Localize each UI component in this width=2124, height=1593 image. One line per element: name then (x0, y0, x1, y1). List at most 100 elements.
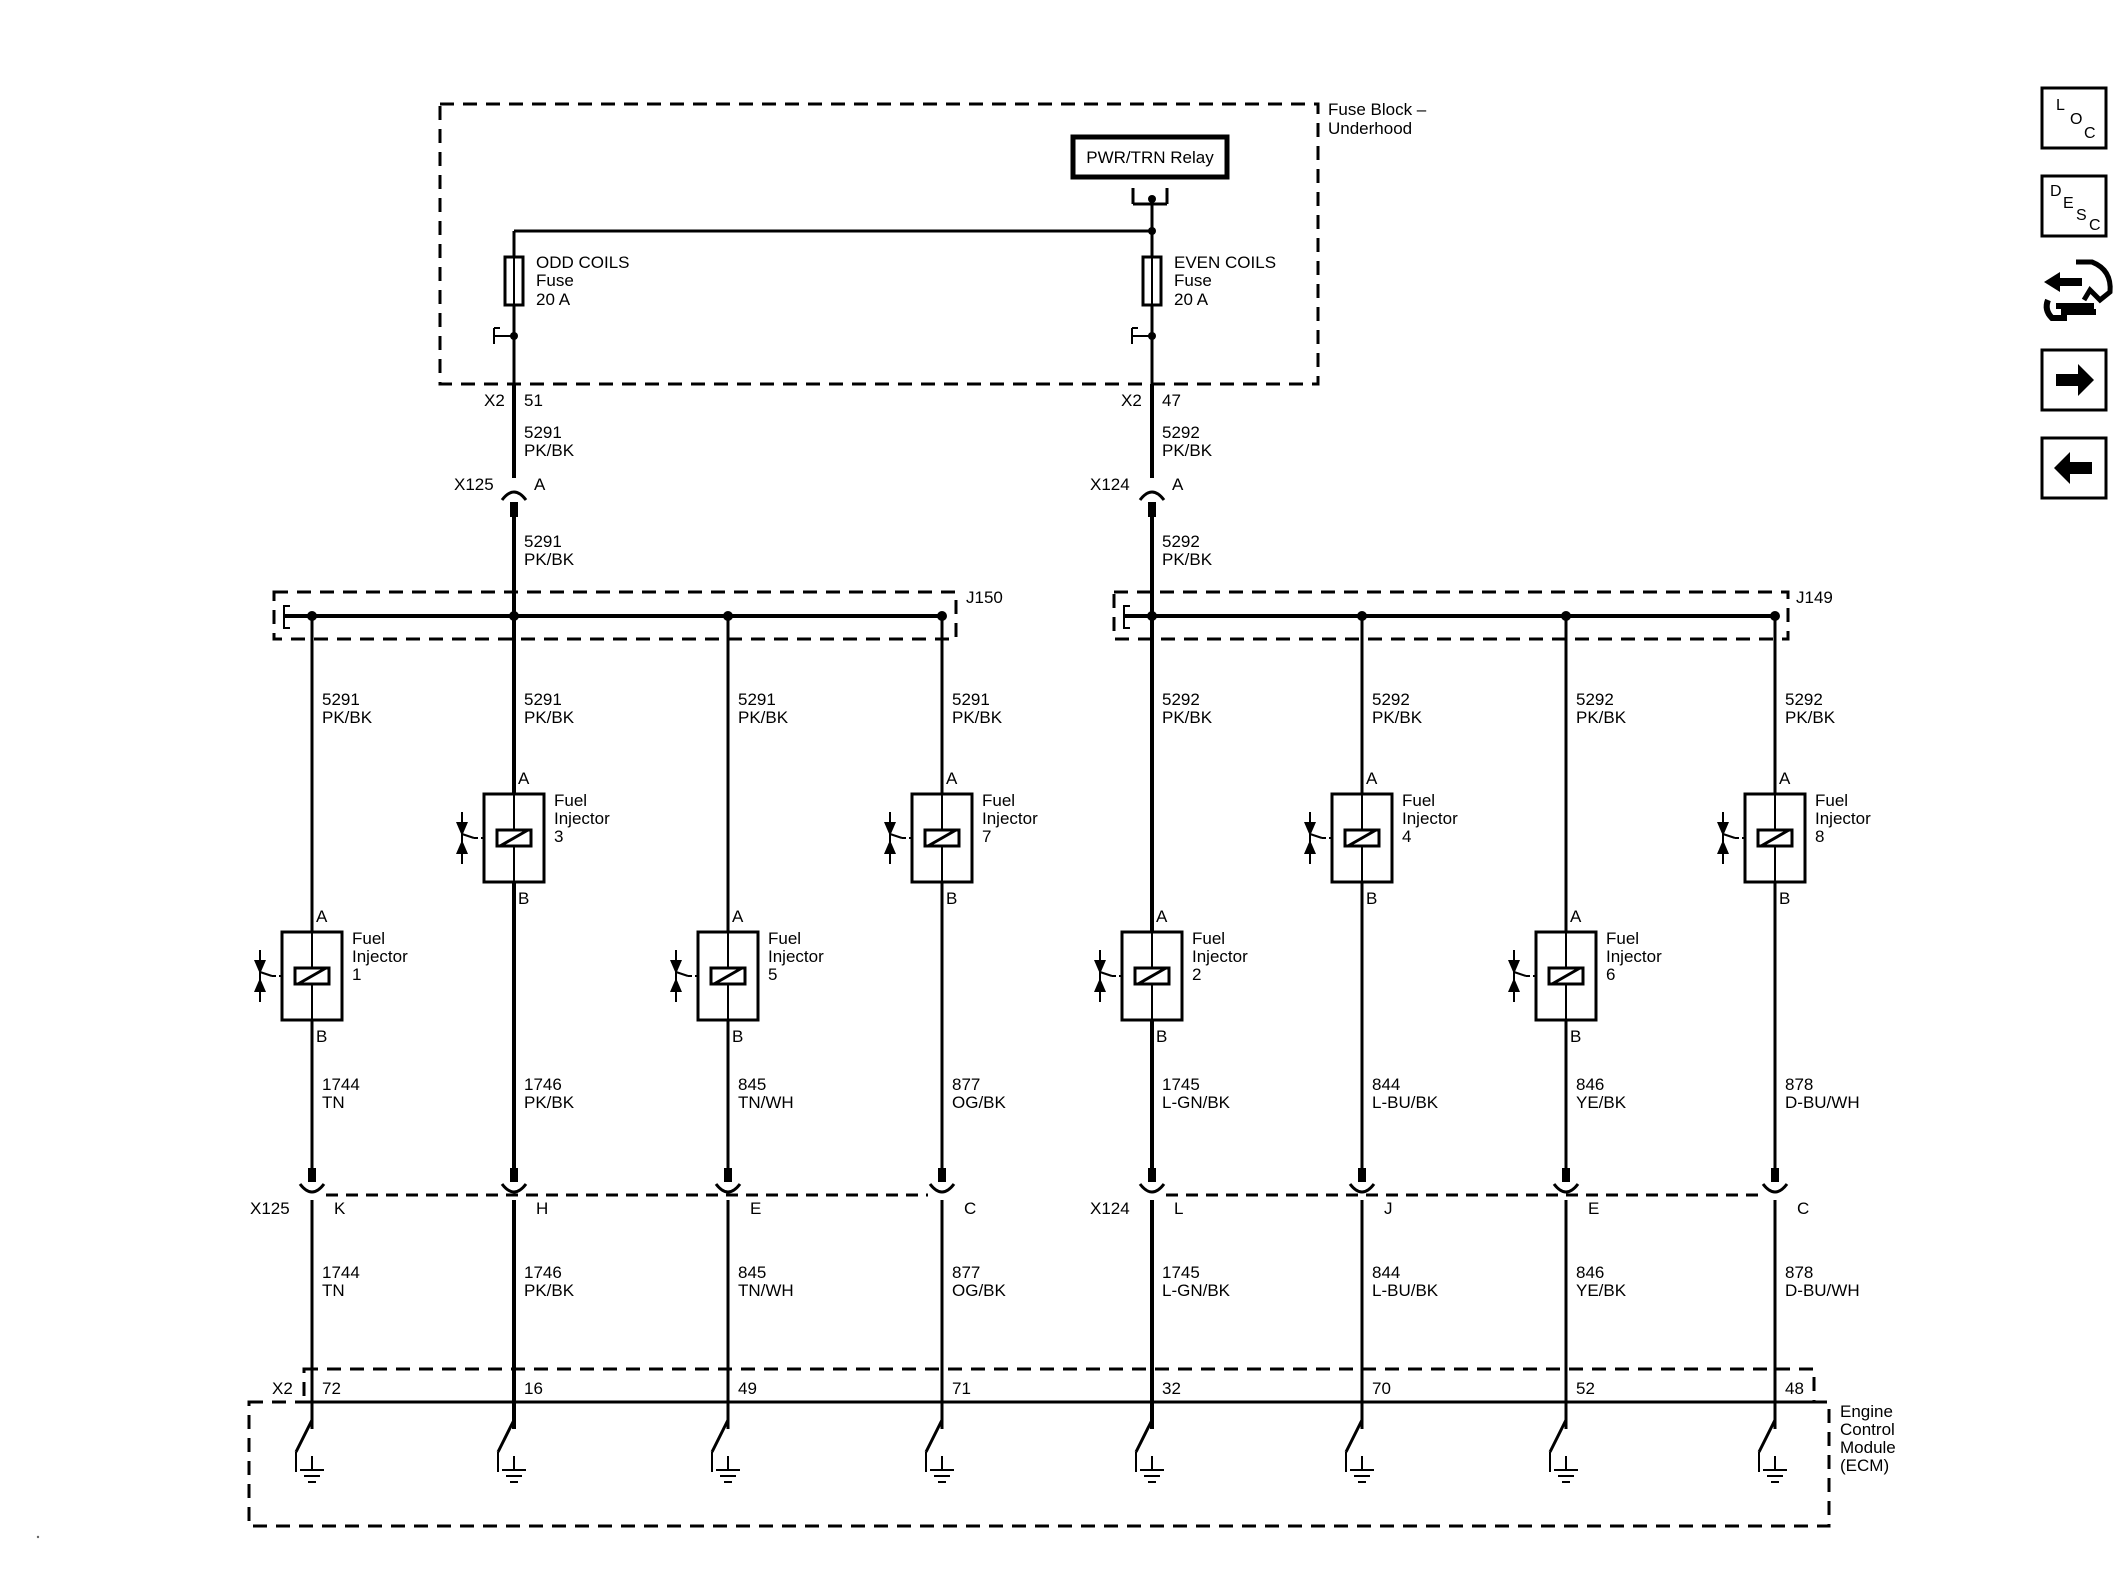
injector-pin-b-6: B (1570, 1027, 1581, 1046)
conn-pin-1: K (334, 1199, 346, 1218)
conn-pin-6: E (1588, 1199, 1599, 1218)
injector-pin-a-5: A (732, 907, 744, 926)
ecm-driver-ground-6 (1548, 1419, 1578, 1483)
pwr-trn-relay: PWR/TRN Relay (1070, 134, 1230, 231)
fuse-block-label-2: Underhood (1328, 119, 1412, 138)
ecm-color-5: TN/WH (738, 1281, 794, 1300)
supply-circuit-1: 5291 (322, 690, 360, 709)
x124-connector-name: X124 (1090, 475, 1130, 494)
injector-pin-b-2: B (1156, 1027, 1167, 1046)
even-fuse-conn: X2 (1121, 391, 1142, 410)
injector-label-1-4: Fuel (1402, 791, 1435, 810)
fuel-injector-2 (1094, 930, 1184, 1022)
desc-icon: D E S C (2050, 183, 2101, 234)
ecm-label-3: Module (1840, 1438, 1896, 1457)
injector-number-6: 6 (1606, 965, 1615, 984)
ecm-pin-3: 16 (524, 1379, 543, 1398)
connector-tool-button[interactable] (2043, 259, 2113, 321)
odd-fuse-type: Fuse (536, 271, 574, 290)
ctrl-circuit-8: 878 (1785, 1075, 1813, 1094)
injector-label-2-3: Injector (554, 809, 610, 828)
injector-label-1-8: Fuel (1815, 791, 1848, 810)
injector-pin-b-1: B (316, 1027, 327, 1046)
even-coils-fuse: EVEN COILS Fuse 20 A (1131, 231, 1276, 384)
injector-number-4: 4 (1402, 827, 1411, 846)
ecm-driver-ground-7 (924, 1419, 954, 1483)
injector-pin-a-4: A (1366, 769, 1378, 788)
fuel-injector-8 (1717, 792, 1807, 884)
ecm-pin-5: 49 (738, 1379, 757, 1398)
ecm-color-4: L-BU/BK (1372, 1281, 1439, 1300)
relay-label: PWR/TRN Relay (1086, 148, 1214, 167)
injector-pin-b-5: B (732, 1027, 743, 1046)
ctrl-circuit-4: 844 (1372, 1075, 1400, 1094)
ecm-color-7: OG/BK (952, 1281, 1007, 1300)
ecm-circuit-8: 878 (1785, 1263, 1813, 1282)
odd-fuse-name: ODD COILS (536, 253, 630, 272)
ecm-color-8: D-BU/WH (1785, 1281, 1860, 1300)
ecm-color-6: YE/BK (1576, 1281, 1627, 1300)
supply-color-1: PK/BK (322, 708, 373, 727)
conn-pin-7: C (964, 1199, 976, 1218)
injector-pin-b-3: B (518, 889, 529, 908)
conn-pin-5: E (750, 1199, 761, 1218)
loc-button[interactable]: L O C (2040, 86, 2108, 150)
splice-j150: J150 (272, 588, 1003, 641)
injector-pin-a-8: A (1779, 769, 1791, 788)
even-feed-circuit: 5292 (1162, 423, 1200, 442)
svg-text:S: S (2076, 207, 2087, 224)
x125-lower-name: X125 (250, 1199, 290, 1218)
ecm-pin-7: 71 (952, 1379, 971, 1398)
even-fuse-name: EVEN COILS (1174, 253, 1276, 272)
injector-circuit-2: 5292PK/BKABFuelInjector21745L-GN/BKL1745… (1094, 611, 1248, 1483)
ecm-pin-6: 52 (1576, 1379, 1595, 1398)
injector-circuit-3: 5291PK/BKABFuelInjector31746PK/BKH1746PK… (456, 611, 610, 1483)
svg-text:L: L (2056, 97, 2065, 114)
even-branch-circuit: 5292 (1162, 532, 1200, 551)
injector-circuit-5: 5291PK/BKABFuelInjector5845TN/WHE845TN/W… (670, 611, 824, 1483)
x124-lower-name: X124 (1090, 1199, 1130, 1218)
engine-control-module: X2 Engine Control Module (ECM) (247, 1367, 1896, 1528)
ecm-circuit-4: 844 (1372, 1263, 1400, 1282)
ctrl-color-2: L-GN/BK (1162, 1093, 1231, 1112)
odd-branch-circuit: 5291 (524, 532, 562, 551)
ecm-circuit-1: 1744 (322, 1263, 360, 1282)
even-fuse-rating: 20 A (1174, 290, 1209, 309)
ecm-driver-ground-8 (1757, 1419, 1787, 1483)
injector-label-1-5: Fuel (768, 929, 801, 948)
ctrl-circuit-7: 877 (952, 1075, 980, 1094)
injector-label-2-6: Injector (1606, 947, 1662, 966)
ecm-label-4: (ECM) (1840, 1456, 1889, 1475)
ecm-color-1: TN (322, 1281, 345, 1300)
injector-circuits: 5291PK/BKABFuelInjector11744TNK1744TN725… (250, 611, 1871, 1483)
supply-color-2: PK/BK (1162, 708, 1213, 727)
ctrl-color-6: YE/BK (1576, 1093, 1627, 1112)
supply-circuit-4: 5292 (1372, 690, 1410, 709)
connector-tool-icon (2043, 259, 2113, 321)
desc-button[interactable]: D E S C (2040, 174, 2108, 238)
injector-label-1-3: Fuel (554, 791, 587, 810)
arrow-right-icon (2056, 364, 2094, 396)
supply-circuit-6: 5292 (1576, 690, 1614, 709)
svg-text:C: C (2089, 217, 2101, 234)
injector-pin-a-3: A (518, 769, 530, 788)
even-branch-color: PK/BK (1162, 550, 1213, 569)
injector-pin-a-2: A (1156, 907, 1168, 926)
supply-circuit-5: 5291 (738, 690, 776, 709)
injector-number-7: 7 (982, 827, 991, 846)
injector-number-8: 8 (1815, 827, 1824, 846)
next-button[interactable] (2040, 348, 2108, 412)
arrow-left-icon (2054, 452, 2092, 484)
odd-fuse-rating: 20 A (536, 290, 571, 309)
even-fuse-pin: 47 (1162, 391, 1181, 410)
fuel-injector-3 (456, 792, 546, 884)
injector-circuit-8: 5292PK/BKABFuelInjector8878D-BU/WHC878D-… (1717, 611, 1871, 1483)
injector-label-1-1: Fuel (352, 929, 385, 948)
ctrl-color-8: D-BU/WH (1785, 1093, 1860, 1112)
injector-circuit-6: 5292PK/BKABFuelInjector6846YE/BKE846YE/B… (1508, 611, 1662, 1483)
prev-button[interactable] (2040, 436, 2108, 500)
ecm-color-2: L-GN/BK (1162, 1281, 1231, 1300)
injector-pin-a-1: A (316, 907, 328, 926)
supply-color-8: PK/BK (1785, 708, 1836, 727)
